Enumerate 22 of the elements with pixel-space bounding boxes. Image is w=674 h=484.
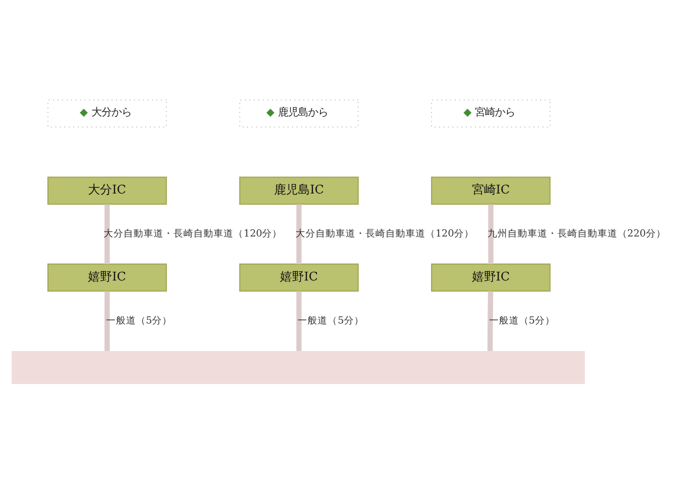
edge-label: 一般道（5分） [106, 316, 172, 327]
node-box: ◆ 宮崎から [431, 100, 550, 128]
node-box: 鹿児島IC [239, 176, 359, 205]
connector [296, 204, 302, 264]
node-box: ◆ 大分から [48, 100, 167, 128]
node-box: ◆ 鹿児島から [239, 100, 359, 128]
node-bar [12, 351, 585, 384]
connector [488, 204, 494, 264]
edge-label: 九州自動車道・長崎自動車道（220分） [487, 228, 666, 240]
edge-label: 大分自動車道・長崎自動車道（120分） [104, 228, 282, 240]
edge-label: 一般道（5分） [488, 316, 556, 327]
edge-label: 一般道（5分） [298, 316, 364, 327]
node-box: 宮崎IC [431, 176, 551, 205]
node-box: 嬉野IC [47, 264, 167, 292]
node-box: 大分IC [47, 176, 167, 205]
node-box: 嬉野IC [239, 264, 359, 292]
connector [104, 204, 110, 264]
connector [487, 291, 494, 352]
connector [104, 291, 110, 352]
node-box: 嬉野IC [431, 264, 551, 292]
edge-label: 大分自動車道・長崎自動車道（120分） [295, 228, 474, 240]
connector [296, 291, 302, 352]
